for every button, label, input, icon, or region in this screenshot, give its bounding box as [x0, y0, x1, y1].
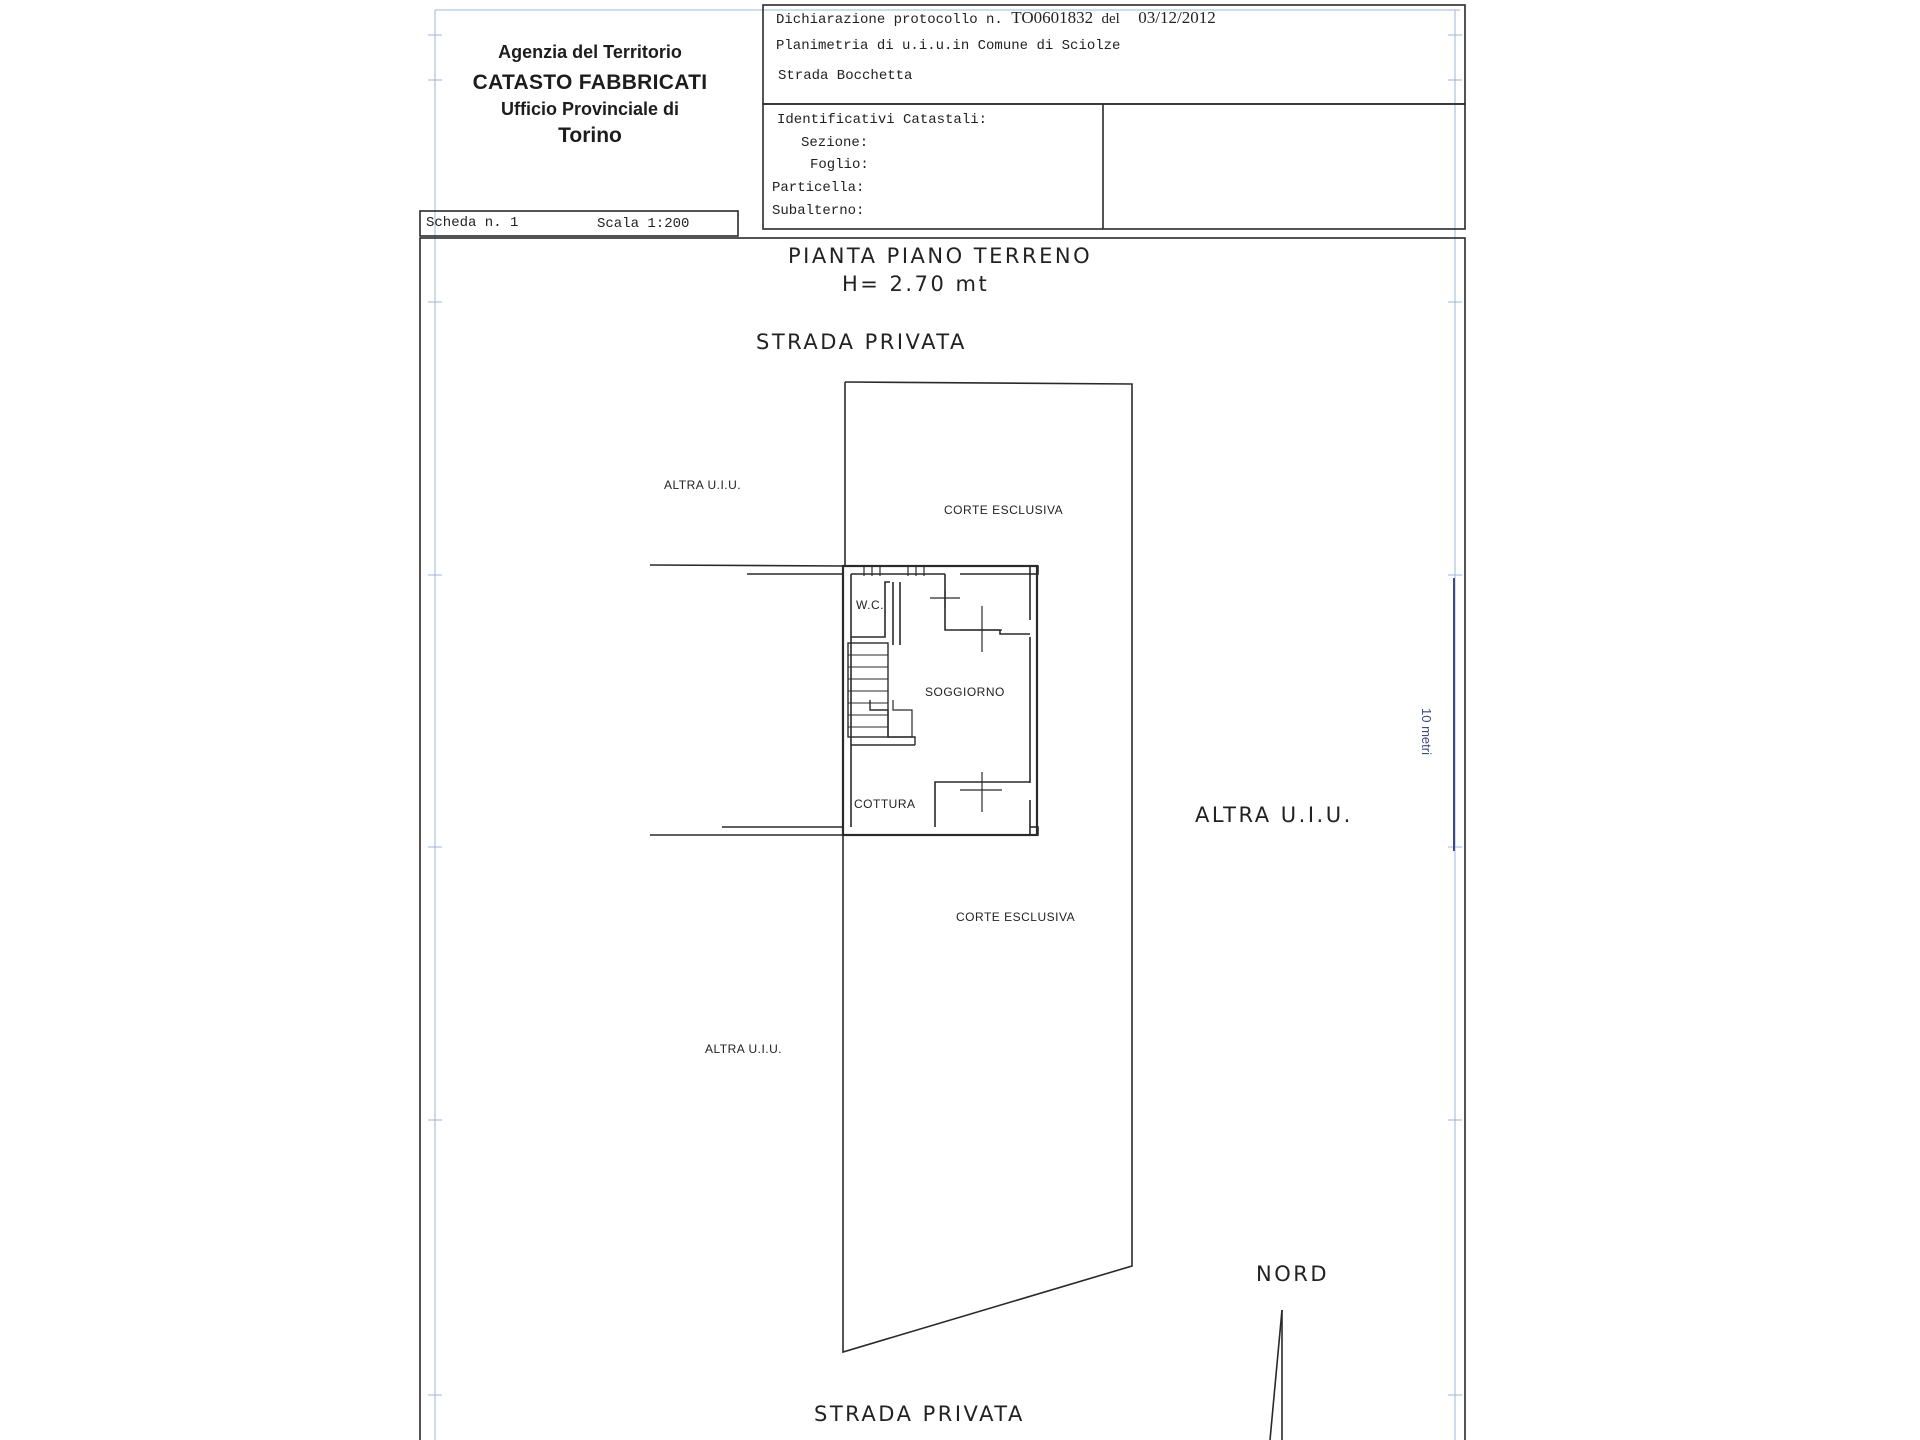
protocol-prefix: Dichiarazione protocollo n.: [776, 12, 1003, 28]
altra-uiu-right: ALTRA U.I.U.: [1195, 803, 1353, 827]
protocol-line: Dichiarazione protocollo n. TO0601832 de…: [776, 8, 1216, 28]
agency-name: Agenzia del Territorio: [498, 42, 682, 62]
planimetry-line: Planimetria di u.i.u.in Comune di Sciolz…: [776, 38, 1121, 54]
corte-esclusiva-top: CORTE ESCLUSIVA: [944, 503, 1064, 517]
room-soggiorno-label: SOGGIORNO: [925, 685, 1005, 699]
office-name: Ufficio Provinciale di: [500, 99, 680, 119]
plan-title: PIANTA PIANO TERRENO: [788, 244, 1093, 268]
room-wc-label: W.C.: [856, 598, 884, 612]
scheda-label: Scheda n. 1: [426, 215, 519, 231]
scale-bar-label: 10 metri: [1419, 708, 1434, 755]
catasto-title: CATASTO FABBRICATI: [472, 71, 708, 94]
office-city: Torino: [558, 124, 622, 147]
road-bottom-label: STRADA PRIVATA: [814, 1402, 1025, 1426]
scala-label: Scala 1:200: [597, 216, 690, 232]
subalterno-label: Subalterno:: [772, 203, 865, 219]
protocol-number: TO0601832: [1011, 8, 1094, 27]
north-label: NORD: [1256, 1262, 1329, 1286]
sezione-label: Sezione:: [801, 135, 869, 151]
room-cottura-label: COTTURA: [854, 797, 916, 811]
foglio-label: Foglio:: [810, 157, 869, 173]
altra-uiu-top-left: ALTRA U.I.U.: [664, 478, 742, 492]
road-top-label: STRADA PRIVATA: [756, 330, 967, 354]
altra-uiu-bottom-left: ALTRA U.I.U.: [705, 1042, 783, 1056]
corte-esclusiva-bottom: CORTE ESCLUSIVA: [956, 910, 1076, 924]
agency-block: Agenzia del Territorio CATASTO FABBRICAT…: [440, 30, 740, 148]
identifiers-title: Identificativi Catastali:: [777, 112, 988, 128]
address-line: Strada Bocchetta: [778, 68, 913, 84]
protocol-date: 03/12/2012: [1138, 8, 1216, 27]
date-prefix: del: [1101, 11, 1120, 27]
particella-label: Particella:: [772, 180, 865, 196]
plan-height: H= 2.70 mt: [842, 272, 990, 296]
